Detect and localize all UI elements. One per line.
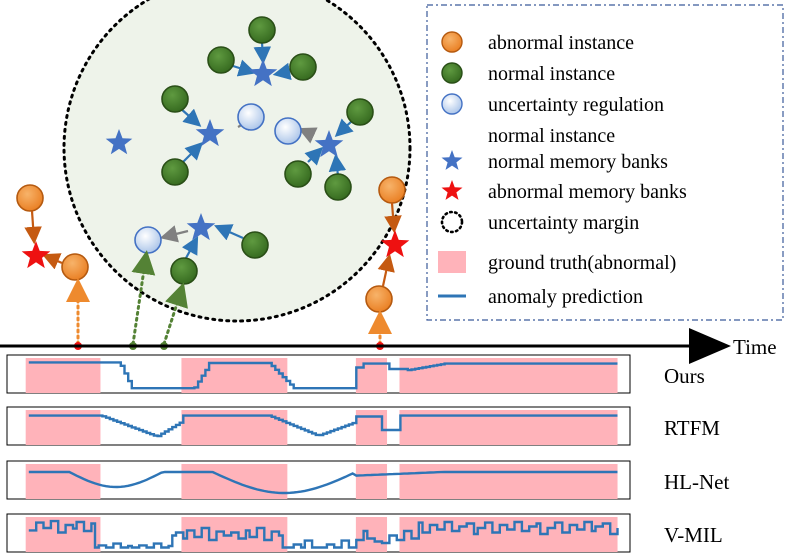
legend-label-line2: normal instance <box>488 125 615 147</box>
legend-item-abnormal_mem: abnormal memory banks <box>441 180 687 203</box>
normal-instance <box>207 46 235 74</box>
anomaly-prediction-line <box>28 361 618 390</box>
arrow-edge <box>159 225 189 243</box>
legend-item-uncertain: uncertainty regulation normal instance <box>441 93 664 147</box>
normal-instance <box>161 85 189 113</box>
legend-label: normal memory banks <box>488 151 668 173</box>
abnormal-instance <box>16 184 44 212</box>
normal-memory-star <box>105 129 133 155</box>
orange-circle-icon <box>441 31 463 53</box>
memory-scene <box>16 16 410 350</box>
arrow-edge <box>181 236 199 259</box>
anomaly-prediction-line <box>28 519 619 549</box>
arrow-edge <box>181 141 204 164</box>
legend-label: uncertainty regulation <box>488 94 664 116</box>
legend-label: abnormal memory banks <box>488 181 687 203</box>
row-label: V-MIL <box>664 523 723 547</box>
arrow-edge <box>179 107 202 127</box>
row-v-mil: V-MIL <box>6 513 723 553</box>
row-label: Ours <box>664 364 705 388</box>
arrow-edge <box>232 59 257 77</box>
legend-label: abnormal instance <box>488 32 634 54</box>
row-rtfm: RTFM <box>6 406 720 446</box>
uncertainty-instance <box>237 103 265 131</box>
uncertainty-margin-circle <box>62 0 412 323</box>
arrow-edge <box>377 253 395 287</box>
row-label: RTFM <box>664 416 720 440</box>
time-label: Time <box>733 335 777 359</box>
uncertainty-instance <box>134 226 162 254</box>
normal-memory-star <box>314 130 344 158</box>
arrow-edge <box>334 118 354 138</box>
abnormal-instance <box>378 176 406 204</box>
legend-item-gt: ground truth(abnormal) <box>438 251 676 274</box>
red-star-icon <box>441 180 463 200</box>
legend-item-margin: uncertainty margin <box>440 210 639 234</box>
normal-instance <box>284 160 312 188</box>
arrow-edge <box>328 153 347 177</box>
row-ours: Ours <box>6 354 705 394</box>
ground-truth-segment <box>399 464 618 499</box>
legend-label: uncertainty margin <box>488 212 639 234</box>
ground-truth-segment <box>355 517 388 552</box>
abnormal-instance <box>61 253 89 281</box>
row-label: HL-Net <box>664 470 729 494</box>
normal-instance <box>248 16 276 44</box>
dotted-circle-icon <box>440 210 464 234</box>
legend-item-pred: anomaly prediction <box>438 286 643 308</box>
ground-truth-segment <box>25 358 101 393</box>
light-blue-circle-icon <box>441 93 463 115</box>
green-dotted-link <box>131 250 156 346</box>
uncertainty-instance <box>274 117 302 145</box>
green-dotted-link <box>162 282 188 346</box>
normal-instance <box>241 231 269 259</box>
arrow-edge <box>253 41 272 65</box>
normal-instance <box>161 158 189 186</box>
ground-truth-segment <box>181 517 288 552</box>
arrow-edge <box>297 127 318 144</box>
legend-label: normal instance <box>488 63 615 85</box>
abnormal-memory-star <box>21 241 51 269</box>
anomaly-prediction-line <box>28 470 618 495</box>
abnormal-instance <box>365 285 393 313</box>
blue-star-icon <box>441 150 463 170</box>
legend-item-abnormal: abnormal instance <box>441 31 634 54</box>
legend-label: anomaly prediction <box>488 286 643 308</box>
anomaly-prediction-line <box>28 414 618 438</box>
normal-memory-star <box>195 119 225 147</box>
normal-memory-star <box>248 59 278 87</box>
abnormal-memory-star <box>380 230 410 258</box>
legend-item-normal: normal instance <box>441 62 615 85</box>
normal-instance <box>289 53 317 81</box>
legend-box <box>426 4 784 321</box>
normal-instance <box>324 173 352 201</box>
green-circle-icon <box>441 62 463 84</box>
arrow-edge <box>304 146 324 166</box>
row-hl-net: HL-Net <box>6 460 729 500</box>
normal-memory-star <box>186 213 216 241</box>
normal-instance <box>346 98 374 126</box>
ground-truth-segment <box>399 517 618 552</box>
legend-label: ground truth(abnormal) <box>488 252 676 274</box>
legend-item-normal_mem: normal memory banks <box>441 150 668 173</box>
pink-rect-icon <box>438 251 466 273</box>
arrow-edge <box>384 202 402 234</box>
normal-instance <box>170 257 198 285</box>
ground-truth-segment <box>355 464 388 499</box>
arrow-edge <box>213 224 244 241</box>
arrow-edge <box>24 210 42 245</box>
arrow-edge <box>41 253 63 270</box>
